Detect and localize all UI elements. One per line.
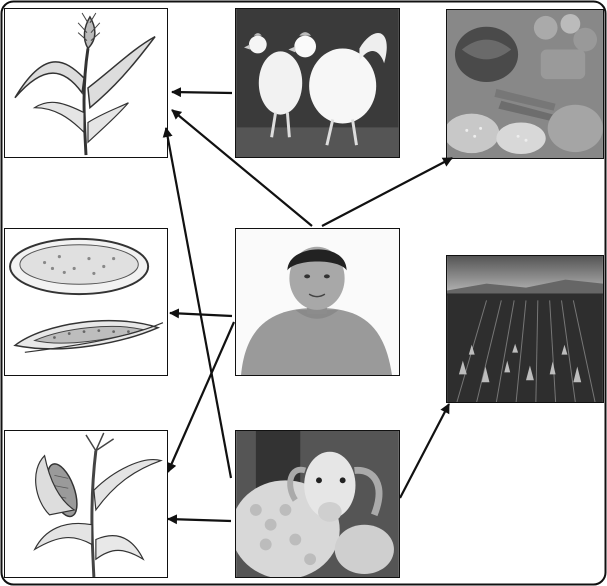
sheep-node bbox=[235, 430, 400, 578]
chickens-icon bbox=[236, 9, 399, 157]
boy-node bbox=[235, 228, 400, 376]
maize-plant-icon bbox=[5, 431, 167, 577]
field-node bbox=[446, 255, 604, 403]
chicken-node bbox=[235, 8, 400, 158]
vegetables-node bbox=[446, 9, 604, 159]
crop-field-icon bbox=[447, 256, 603, 402]
boy-portrait-icon bbox=[236, 229, 399, 375]
sheep-icon bbox=[236, 431, 399, 577]
wheat-plant-icon bbox=[5, 9, 167, 157]
rice-node bbox=[4, 228, 168, 376]
maize-node bbox=[4, 430, 168, 578]
grain-bowl-icon bbox=[5, 229, 167, 375]
vegetables-icon bbox=[447, 10, 603, 158]
wheat-node bbox=[4, 8, 168, 158]
